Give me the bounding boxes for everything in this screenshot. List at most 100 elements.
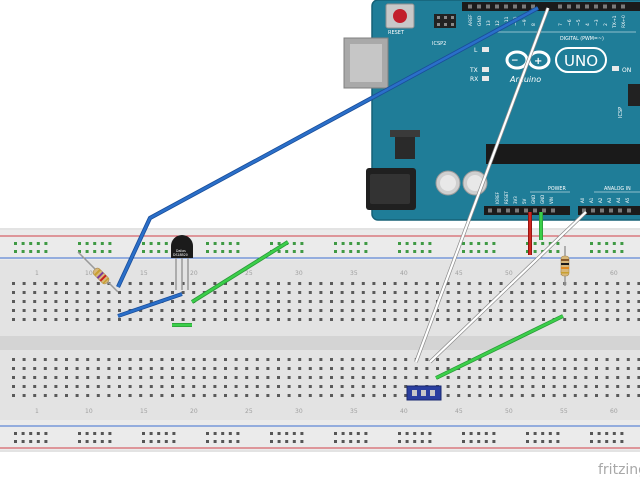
breadboard-hole[interactable] <box>605 358 609 361</box>
breadboard-hole[interactable] <box>157 242 161 245</box>
breadboard-hole[interactable] <box>446 376 450 379</box>
breadboard-hole[interactable] <box>128 376 132 379</box>
breadboard-hole[interactable] <box>520 282 524 285</box>
breadboard-hole[interactable] <box>107 300 111 303</box>
breadboard-hole[interactable] <box>181 394 185 397</box>
breadboard-hole[interactable] <box>552 367 556 370</box>
breadboard-hole[interactable] <box>573 385 577 388</box>
breadboard-hole[interactable] <box>361 385 365 388</box>
breadboard-hole[interactable] <box>22 385 26 388</box>
breadboard-hole[interactable] <box>86 394 90 397</box>
breadboard-hole[interactable] <box>96 282 100 285</box>
breadboard-hole[interactable] <box>96 394 100 397</box>
breadboard-hole[interactable] <box>171 367 174 370</box>
breadboard-hole[interactable] <box>149 358 153 361</box>
breadboard-hole[interactable] <box>160 358 164 361</box>
breadboard-hole[interactable] <box>499 300 503 303</box>
breadboard-hole[interactable] <box>478 385 482 388</box>
header-pin[interactable] <box>603 4 607 9</box>
breadboard-hole[interactable] <box>287 318 291 321</box>
breadboard-hole[interactable] <box>349 432 353 435</box>
breadboard-hole[interactable] <box>21 432 25 435</box>
breadboard-hole[interactable] <box>78 432 81 435</box>
breadboard-hole[interactable] <box>164 250 168 253</box>
breadboard-hole[interactable] <box>139 318 143 321</box>
breadboard-hole[interactable] <box>277 385 280 388</box>
breadboard-hole[interactable] <box>149 300 153 303</box>
breadboard-hole[interactable] <box>224 282 227 285</box>
breadboard-hole[interactable] <box>356 440 360 443</box>
breadboard-hole[interactable] <box>584 282 588 285</box>
breadboard-hole[interactable] <box>595 358 598 361</box>
breadboard-hole[interactable] <box>398 250 401 253</box>
breadboard-hole[interactable] <box>107 367 111 370</box>
breadboard-hole[interactable] <box>552 358 556 361</box>
breadboard-hole[interactable] <box>542 291 545 294</box>
header-pin[interactable] <box>576 4 580 9</box>
breadboard-hole[interactable] <box>228 440 232 443</box>
breadboard-hole[interactable] <box>467 358 471 361</box>
breadboard-hole[interactable] <box>616 358 620 361</box>
breadboard-hole[interactable] <box>356 432 360 435</box>
breadboard-hole[interactable] <box>234 358 238 361</box>
breadboard-hole[interactable] <box>298 367 302 370</box>
breadboard-hole[interactable] <box>270 432 273 435</box>
breadboard-hole[interactable] <box>292 250 296 253</box>
breadboard-hole[interactable] <box>469 432 473 435</box>
breadboard-hole[interactable] <box>489 376 492 379</box>
breadboard-hole[interactable] <box>531 358 535 361</box>
breadboard-hole[interactable] <box>160 309 164 312</box>
breadboard-hole[interactable] <box>478 291 482 294</box>
breadboard-hole[interactable] <box>340 385 344 388</box>
breadboard-hole[interactable] <box>330 394 333 397</box>
breadboard-hole[interactable] <box>277 358 280 361</box>
breadboard-hole[interactable] <box>393 282 397 285</box>
breadboard-hole[interactable] <box>298 291 302 294</box>
breadboard-hole[interactable] <box>334 242 337 245</box>
breadboard-hole[interactable] <box>108 432 112 435</box>
breadboard-hole[interactable] <box>33 291 37 294</box>
breadboard-hole[interactable] <box>542 300 545 303</box>
breadboard-hole[interactable] <box>584 318 588 321</box>
breadboard-hole[interactable] <box>510 358 514 361</box>
breadboard-hole[interactable] <box>192 291 196 294</box>
breadboard-hole[interactable] <box>285 250 289 253</box>
breadboard-hole[interactable] <box>334 432 337 435</box>
breadboard-hole[interactable] <box>425 282 429 285</box>
breadboard-hole[interactable] <box>361 309 365 312</box>
breadboard-hole[interactable] <box>128 358 132 361</box>
breadboard-hole[interactable] <box>436 367 439 370</box>
breadboard-hole[interactable] <box>548 432 552 435</box>
breadboard-hole[interactable] <box>149 440 153 443</box>
breadboard-hole[interactable] <box>266 394 270 397</box>
breadboard-hole[interactable] <box>181 376 185 379</box>
breadboard-hole[interactable] <box>44 432 48 435</box>
breadboard-hole[interactable] <box>78 242 81 245</box>
breadboard-hole[interactable] <box>372 367 376 370</box>
breadboard-hole[interactable] <box>393 385 397 388</box>
breadboard-hole[interactable] <box>531 291 535 294</box>
breadboard-hole[interactable] <box>192 358 196 361</box>
breadboard-hole[interactable] <box>234 282 238 285</box>
breadboard-hole[interactable] <box>533 250 537 253</box>
breadboard-hole[interactable] <box>492 250 496 253</box>
breadboard-hole[interactable] <box>605 394 609 397</box>
breadboard-hole[interactable] <box>340 367 344 370</box>
breadboard-hole[interactable] <box>428 432 432 435</box>
breadboard-hole[interactable] <box>86 309 90 312</box>
breadboard-hole[interactable] <box>595 309 598 312</box>
breadboard-hole[interactable] <box>436 291 439 294</box>
breadboard-hole[interactable] <box>160 291 164 294</box>
breadboard-hole[interactable] <box>510 318 514 321</box>
breadboard-hole[interactable] <box>213 440 217 443</box>
breadboard-hole[interactable] <box>351 318 355 321</box>
breadboard-hole[interactable] <box>393 358 397 361</box>
breadboard-hole[interactable] <box>605 318 609 321</box>
breadboard-hole[interactable] <box>428 440 432 443</box>
breadboard-hole[interactable] <box>626 394 630 397</box>
breadboard-hole[interactable] <box>277 376 280 379</box>
breadboard-hole[interactable] <box>319 318 323 321</box>
breadboard-hole[interactable] <box>298 376 302 379</box>
ds18b20-sensor[interactable]: Dallas DS18B20 <box>171 235 193 290</box>
breadboard-hole[interactable] <box>85 432 89 435</box>
